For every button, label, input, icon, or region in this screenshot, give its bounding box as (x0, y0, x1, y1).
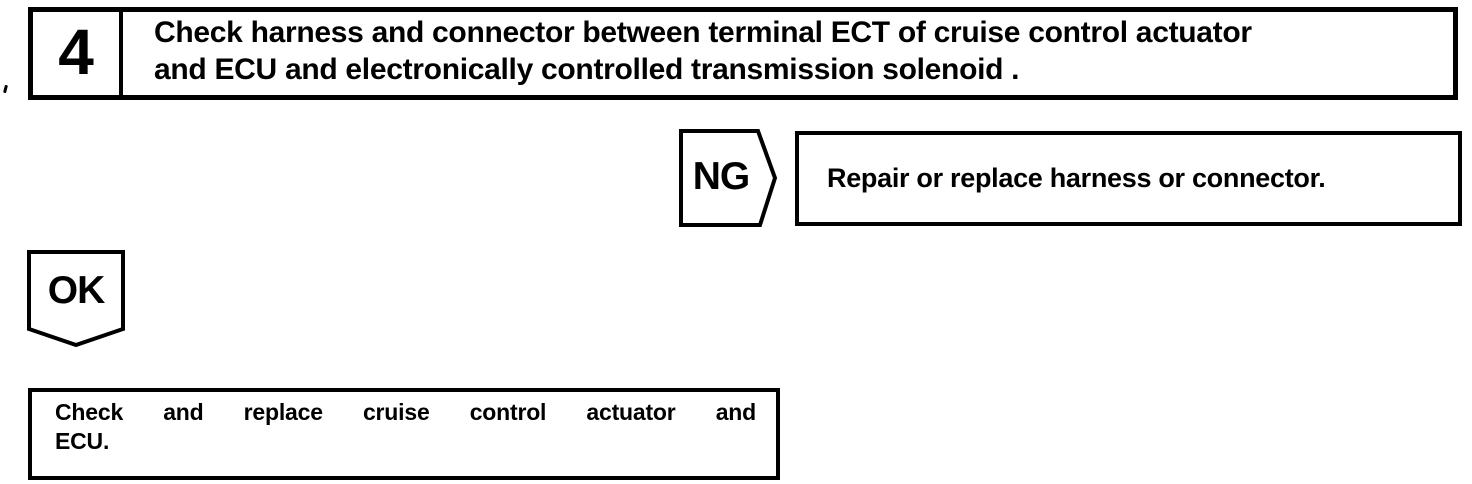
step-instruction: Check harness and connector between term… (123, 12, 1453, 95)
step-instruction-line-2: and ECU and electronically controlled tr… (154, 53, 1020, 86)
ng-label: NG (692, 155, 751, 198)
ng-action-text: Repair or replace harness or connector. (827, 163, 1326, 193)
ok-label: OK (47, 269, 106, 312)
ok-action-line-1: Check and replace cruise control actuato… (55, 399, 756, 425)
ok-action-box: Check and replace cruise control actuato… (28, 388, 780, 480)
ng-pentagon-icon (679, 129, 777, 227)
step-number: 4 (58, 15, 94, 88)
ng-action-box: Repair or replace harness or connector. (795, 131, 1462, 226)
scan-artifact (3, 84, 8, 94)
ng-connector: NG (679, 129, 777, 227)
step-box: 4 Check harness and connector between te… (28, 7, 1458, 100)
step-instruction-line-1: Check harness and connector between term… (154, 16, 1252, 49)
step-number-cell: 4 (33, 12, 123, 95)
ok-action-line-2: ECU. (55, 428, 110, 454)
ok-pentagon-icon (27, 250, 125, 347)
ok-connector: OK (27, 250, 125, 347)
